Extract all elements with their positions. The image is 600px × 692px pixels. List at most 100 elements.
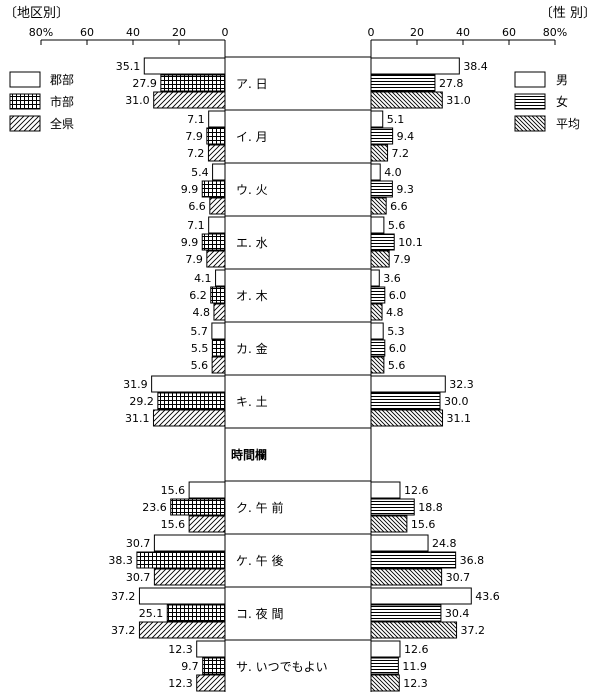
right-bar [370, 127, 394, 145]
left-bar-value: 35.1 [116, 60, 141, 73]
category-label: エ. 水 [236, 236, 268, 250]
right-bar-value: 5.6 [388, 219, 406, 232]
right-bar-value: 9.4 [397, 130, 415, 143]
left-bar-value: 30.7 [126, 571, 151, 584]
category-label: キ. 土 [236, 395, 268, 409]
category-label: コ. 夜 間 [236, 606, 283, 621]
right-title: 〔性 別〕 [540, 6, 596, 21]
left-bar [143, 57, 226, 75]
category-label: イ. 月 [236, 130, 268, 144]
left-bar [201, 233, 226, 251]
right-bar-value: 32.3 [449, 378, 474, 391]
right-bar [370, 515, 408, 533]
legend-label: 女 [556, 94, 568, 109]
right-bar [370, 409, 444, 427]
legend-label: 男 [556, 73, 568, 87]
left-bar [210, 286, 226, 304]
right-bar [370, 250, 390, 268]
right-bar-value: 6.6 [390, 200, 408, 213]
left-bar-value: 7.9 [185, 253, 203, 266]
right-axis-tick-label: 60 [502, 26, 516, 39]
right-bar [370, 375, 446, 393]
left-bar-value: 9.7 [181, 660, 199, 673]
right-bar-value: 31.0 [446, 94, 471, 107]
right-bar-value: 10.1 [398, 236, 423, 249]
right-bar-value: 27.8 [439, 77, 464, 90]
left-bar [153, 534, 226, 552]
right-axis-tick-label: 20 [410, 26, 424, 39]
left-bar-value: 38.3 [108, 554, 133, 567]
category-label: カ. 金 [236, 341, 268, 356]
right-bar-value: 6.0 [389, 289, 407, 302]
right-bar-value: 5.3 [387, 325, 405, 338]
left-bar [215, 269, 226, 287]
right-bar-value: 24.8 [432, 537, 457, 550]
legend-label: 平均 [556, 117, 580, 131]
right-axis-tick-label: 0 [368, 26, 375, 39]
left-bar [213, 303, 226, 321]
right-bar [370, 303, 383, 321]
right-bar-value: 12.3 [403, 677, 428, 690]
left-bar-value: 6.6 [188, 200, 206, 213]
left-axis-tick-label: 20 [172, 26, 186, 39]
left-bar [196, 674, 226, 692]
right-bar-value: 12.6 [404, 484, 429, 497]
right-bar [370, 674, 400, 692]
right-bar [370, 269, 380, 287]
right-bar-value: 4.0 [384, 166, 402, 179]
left-bar [170, 498, 226, 516]
legend-swatch [514, 71, 546, 88]
left-bar [206, 250, 226, 268]
left-bar [153, 91, 226, 109]
left-title: 〔地区別〕 [4, 6, 69, 21]
right-bar-value: 6.0 [389, 342, 407, 355]
right-bar [370, 498, 415, 516]
right-axis-tick-label: 80% [543, 26, 567, 39]
category-label: オ. 木 [236, 289, 268, 303]
left-bar [211, 339, 226, 357]
left-axis-tick-label: 40 [126, 26, 140, 39]
right-bar [370, 74, 436, 92]
left-bar-value: 5.7 [190, 325, 208, 338]
left-bar [157, 392, 226, 410]
right-bar-value: 30.0 [444, 395, 469, 408]
right-bar [370, 640, 401, 658]
left-bar-value: 7.1 [187, 219, 205, 232]
right-bar-value: 15.6 [411, 518, 436, 531]
left-bar [202, 657, 226, 675]
right-bar [370, 356, 385, 374]
left-bar-value: 29.2 [129, 395, 154, 408]
left-bar [151, 375, 226, 393]
right-bar [370, 286, 386, 304]
left-bar-value: 12.3 [168, 677, 193, 690]
right-bar [370, 551, 457, 569]
right-bar-value: 38.4 [463, 60, 488, 73]
left-bar-value: 25.1 [139, 607, 164, 620]
left-bar-value: 9.9 [181, 183, 199, 196]
left-bar-value: 5.4 [191, 166, 209, 179]
left-bar [152, 409, 226, 427]
right-bar-value: 37.2 [461, 624, 486, 637]
right-bar [370, 233, 395, 251]
right-bar [370, 144, 389, 162]
right-bar [370, 587, 472, 605]
right-bar-value: 9.3 [396, 183, 414, 196]
left-bar-value: 5.5 [191, 342, 209, 355]
right-bar [370, 110, 384, 128]
left-bar-value: 4.8 [192, 306, 210, 319]
left-bar-value: 7.2 [187, 147, 205, 160]
left-bar-value: 23.6 [142, 501, 167, 514]
left-bar [166, 604, 226, 622]
right-bar-value: 11.9 [402, 660, 427, 673]
left-bar-value: 4.1 [194, 272, 212, 285]
